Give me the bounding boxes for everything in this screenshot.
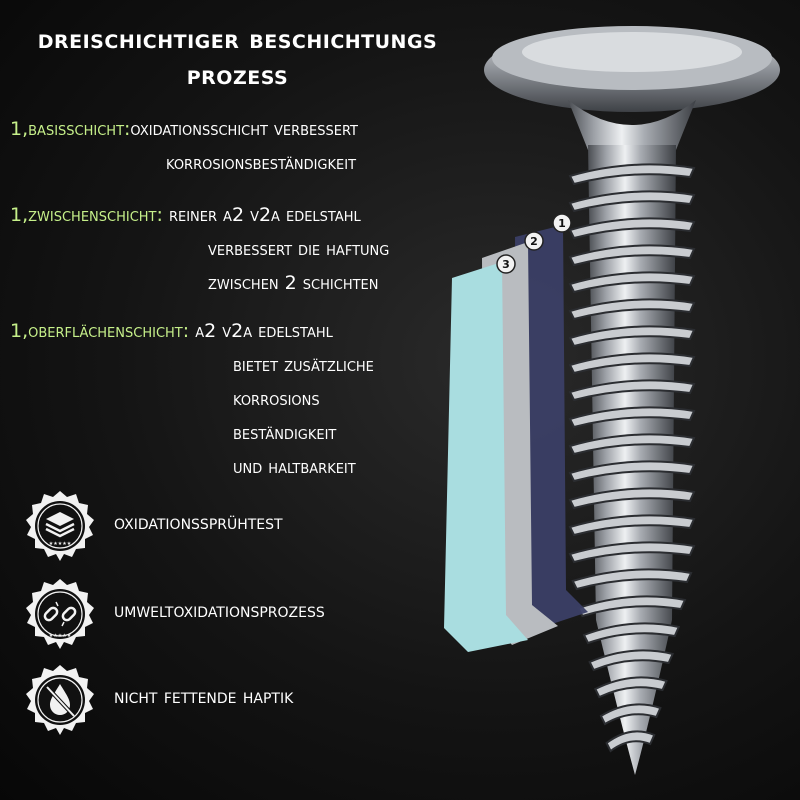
thread-ridge [568,244,696,267]
thread-ridge [568,190,696,213]
thread-ridge [605,730,656,753]
section-text: und Haltbarkeit [233,456,356,478]
svg-text:2: 2 [530,235,538,248]
thread-ridge [588,649,675,672]
svg-text:★★★★★: ★★★★★ [49,633,72,639]
title-line-2: prozess [186,60,289,91]
section-text: beständigkeit [233,422,337,444]
section-label: 1,Oberflächenschicht: [10,320,190,342]
screw-illustration: 1 2 3 [444,26,780,775]
screw-head-highlight [522,32,742,72]
feature-text: Oxidationssprühtest [114,510,283,534]
broken-chain-icon: ★★★★★ [26,579,94,649]
feature-text: Nicht fettende Haptik [114,684,294,708]
screw-threads [568,163,696,753]
section-text: Oxidationsschicht verbessert [130,118,359,140]
thread-ridge [568,379,696,402]
section-label: 1,Basisschicht: [10,118,131,140]
thread-ridge [568,487,696,510]
layer-marker-2: 2 [524,231,544,251]
svg-text:1: 1 [558,217,566,230]
thread-ridge [568,271,696,294]
thread-ridge [568,406,696,429]
section-text: Korrosions [233,388,320,410]
coating-layer-3 [444,262,528,652]
thread-ridge [571,568,693,591]
feature-environmental-oxidation: ★★★★★ Umweltoxidationsprozess [22,576,422,650]
feature-text: Umweltoxidationsprozess [114,598,325,622]
thread-ridge [568,352,696,375]
thread-ridge [576,595,687,618]
thread-ridge [568,217,696,240]
page-title: Dreischichtiger Beschichtungs prozess [10,22,465,94]
section-base-layer: 1,Basisschicht:Oxidationsschicht verbess… [10,112,358,180]
thread-ridge [568,433,696,456]
svg-text:★★★★★: ★★★★★ [49,541,72,547]
thread-ridge [568,514,696,537]
layer-marker-1: 1 [552,213,572,233]
thread-ridge [568,460,696,483]
section-text: zwischen 2 Schichten [208,272,379,294]
coating-layer-1 [515,225,588,628]
section-intermediate-layer: 1,Zwischenschicht: Reiner A2 V2A Edelsta… [10,198,389,300]
section-text: Korrosionsbeständigkeit [166,152,357,174]
section-text: verbessert die Haftung [208,238,390,260]
thread-ridge [568,298,696,321]
feature-oxidation-spray-test: ★★★★★ Oxidationssprühtest [22,488,422,562]
thread-ridge [582,622,681,645]
section-text: Reiner A2 V2A Edelstahl [168,204,361,226]
thread-ridge [568,325,696,348]
thread-ridge [568,163,696,186]
feature-non-greasy: Nicht fettende Haptik [22,662,422,736]
thread-ridge [568,541,696,564]
layer-marker-3: 3 [496,254,516,274]
thread-ridge [599,703,662,726]
section-surface-layer: 1,Oberflächenschicht: A2 V2A Edelstahl b… [10,314,374,484]
section-text: A2 V2A Edelstahl [195,320,333,342]
title-line-1: Dreischichtiger Beschichtungs [37,24,438,55]
section-label: 1,Zwischenschicht: [10,204,163,226]
layers-icon: ★★★★★ [26,491,94,561]
svg-text:3: 3 [502,258,510,271]
no-oil-drop-icon [26,665,94,735]
thread-ridge [593,676,668,699]
section-text: bietet zusätzliche [233,354,374,376]
screw-neck [568,100,696,150]
